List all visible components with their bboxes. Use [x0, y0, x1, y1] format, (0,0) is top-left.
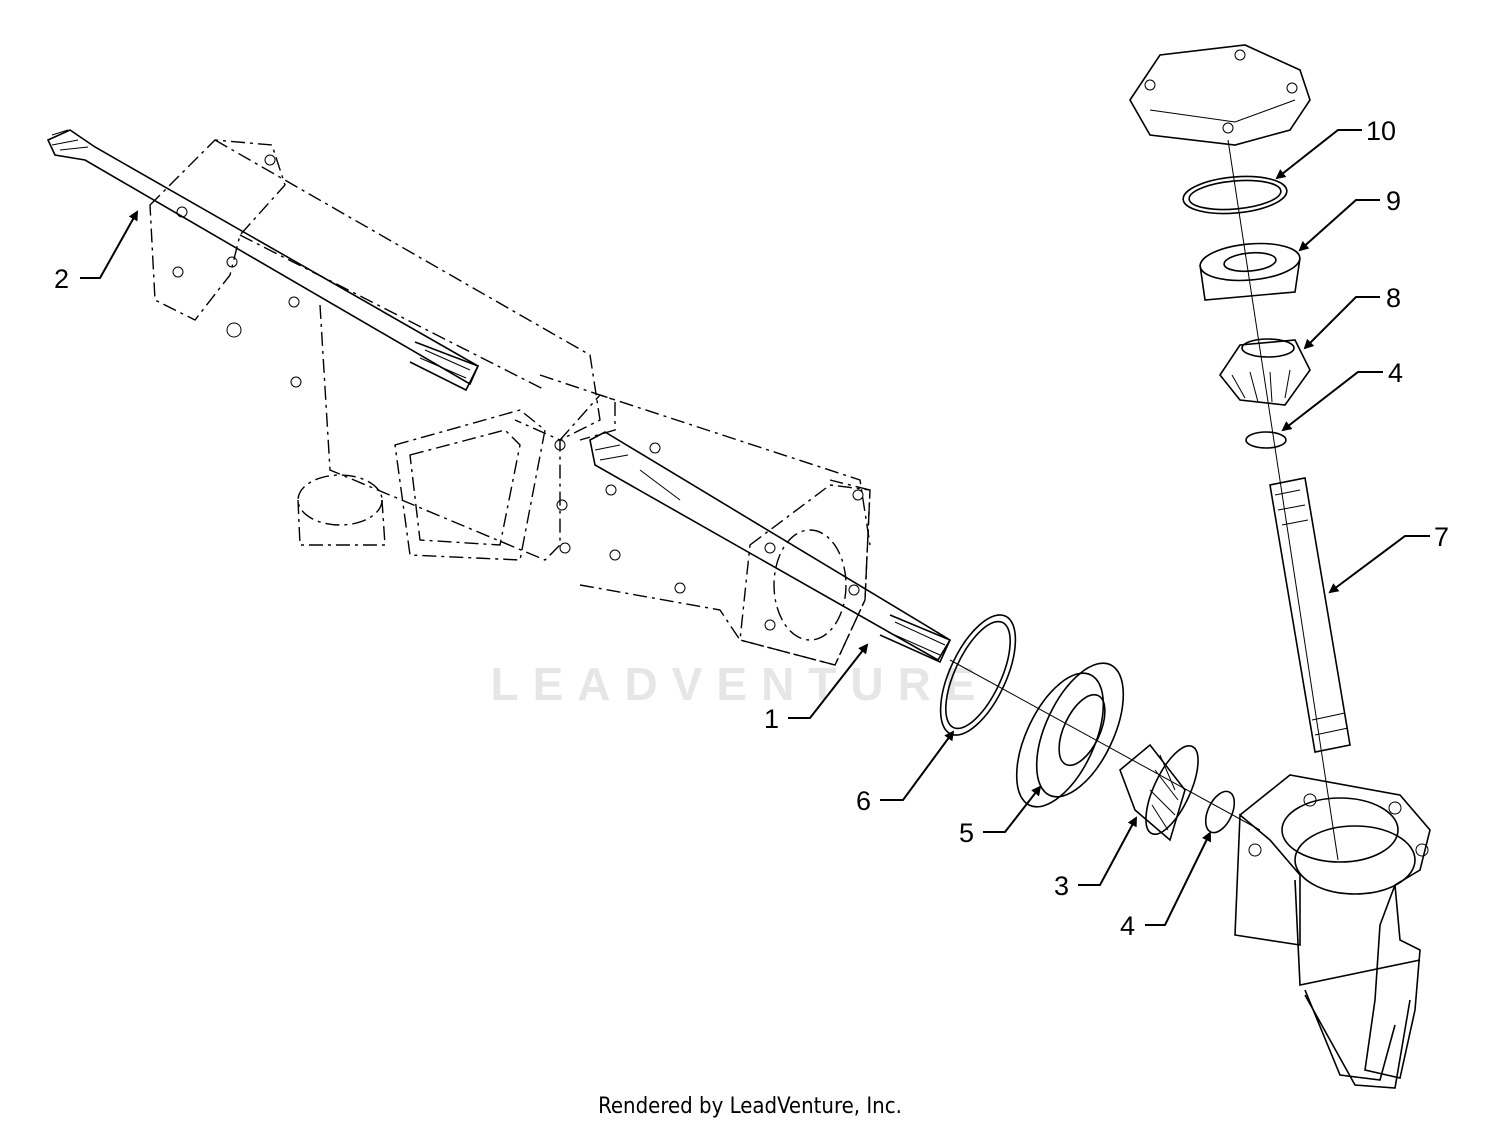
axle-housing-phantom	[149, 139, 871, 666]
callout-8: 8	[1386, 283, 1401, 313]
callout-1: 1	[764, 704, 779, 734]
callout-2: 2	[54, 264, 69, 294]
callout-labels: 2 1 6 5 3 4 10 9 8 4 7	[54, 116, 1449, 941]
leader-lines	[80, 129, 1430, 926]
vertical-shaft	[1269, 477, 1351, 753]
horizontal-centerline	[949, 659, 1261, 831]
cover-gasket	[1182, 175, 1288, 215]
watermark-text: LEADVENTURE	[490, 658, 989, 710]
left-axle-shaft	[46, 129, 480, 392]
callout-5: 5	[959, 818, 974, 848]
callout-6: 6	[856, 786, 871, 816]
right-axle-shaft	[589, 431, 952, 664]
upper-bearing	[1199, 242, 1301, 301]
snap-ring-lower	[1204, 790, 1236, 834]
callout-3: 3	[1054, 871, 1069, 901]
callout-9: 9	[1386, 186, 1401, 216]
bevel-gear-horizontal	[1119, 743, 1199, 842]
snap-ring-upper	[1245, 431, 1287, 449]
callout-10: 10	[1366, 116, 1396, 146]
bevel-gear-vertical	[1219, 338, 1311, 406]
cover-plate	[1129, 44, 1311, 146]
callout-4-upper: 4	[1388, 358, 1403, 388]
ball-bearing	[1015, 662, 1125, 808]
callout-7: 7	[1434, 522, 1449, 552]
gear-case-housing	[1234, 774, 1431, 1089]
footer-credit: Rendered by LeadVenture, Inc.	[598, 1094, 902, 1119]
vertical-centerline	[1227, 139, 1339, 861]
callout-4-lower: 4	[1120, 911, 1135, 941]
